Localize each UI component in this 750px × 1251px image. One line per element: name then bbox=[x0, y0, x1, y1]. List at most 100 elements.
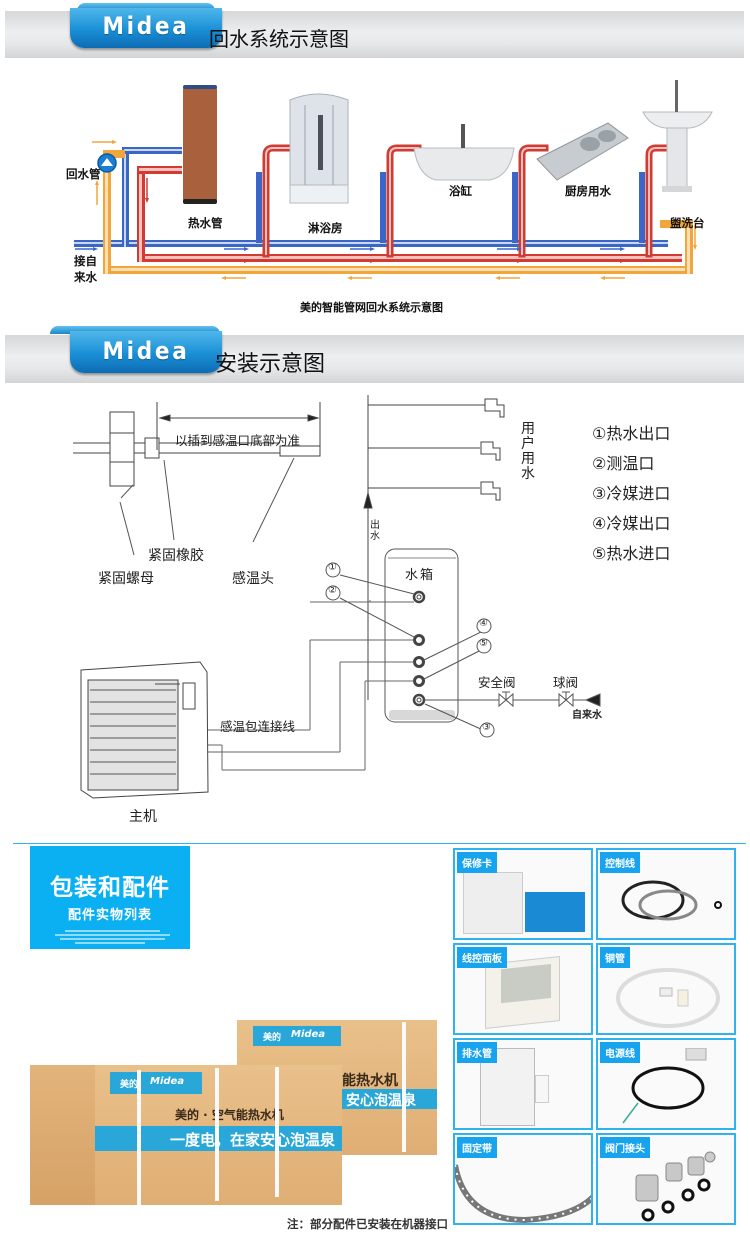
legend-item: ④冷媒出口 bbox=[592, 514, 671, 533]
label-fastening-rubber: 紧固橡胶 bbox=[148, 548, 204, 564]
flow-arrows bbox=[75, 140, 697, 280]
packaging-title-card: 包装和配件 配件实物列表 bbox=[30, 846, 190, 949]
circulation-pump-icon bbox=[97, 153, 117, 173]
label-kitchen: 厨房用水 bbox=[565, 184, 611, 198]
label-tap-water: 自来水 bbox=[572, 710, 602, 721]
warranty-card-image bbox=[463, 872, 523, 934]
back-box-slogan-band: 安心泡温泉 bbox=[342, 1089, 437, 1109]
fine-print-line bbox=[65, 930, 160, 932]
label-main-unit: 主机 bbox=[129, 809, 157, 825]
brand-logo-text: Midea bbox=[102, 337, 190, 365]
fine-print-line bbox=[55, 934, 170, 936]
accessory-label: 固定带 bbox=[457, 1137, 497, 1158]
section-title: 安装示意图 bbox=[215, 352, 326, 377]
packaging-boxes-photo: 美的 Midea 能热水机 安心泡温泉 美的 Midea 美的 · 空气能热水机… bbox=[30, 1010, 445, 1210]
box-brand-en: Midea bbox=[150, 1076, 185, 1087]
accessory-tile-control-cable: 控制线 bbox=[596, 848, 736, 940]
kitchen-sink-image bbox=[536, 122, 629, 181]
label-inlet-line1: 接自 bbox=[74, 254, 97, 268]
label-outlet: 出水 bbox=[370, 520, 380, 542]
brand-logo-text: Midea bbox=[102, 12, 190, 40]
accessory-label: 阀门接头 bbox=[600, 1137, 650, 1158]
label-hot-water-tank: 热水管 bbox=[188, 216, 223, 230]
label-water-tank: 水箱 bbox=[405, 568, 436, 583]
back-box-slogan: 安心泡温泉 bbox=[346, 1093, 416, 1109]
accessory-tile-drain-pipe: 排水管 bbox=[453, 1038, 593, 1130]
legend-item: ②测温口 bbox=[592, 454, 655, 473]
label-user-water: 用户用水 bbox=[521, 421, 535, 482]
accessory-tile-copper-pipe: 铜管 bbox=[596, 943, 736, 1035]
port-marker-5: ⑤ bbox=[479, 638, 488, 649]
accessory-tile-warranty-card: 保修卡 bbox=[453, 848, 593, 940]
legend-item: ⑤热水进口 bbox=[592, 544, 671, 563]
back-box-product: 能热水机 bbox=[342, 1073, 398, 1089]
label-sensor-probe: 感温头 bbox=[232, 571, 274, 587]
washbasin-image bbox=[642, 80, 713, 192]
front-box-product: 美的 · 空气能热水机 bbox=[175, 1108, 284, 1122]
front-box-slogan: 一度电，在家安心泡温泉 bbox=[170, 1131, 336, 1149]
box-strap bbox=[137, 1070, 141, 1205]
box-brand-cn: 美的 bbox=[120, 1080, 139, 1090]
label-bathtub: 浴缸 bbox=[449, 184, 472, 198]
accessory-tile-valve-fitting: 阀门接头 bbox=[596, 1133, 736, 1225]
shower-cabin-image bbox=[289, 93, 349, 204]
fixture-risers bbox=[256, 144, 676, 258]
fine-print-line bbox=[60, 938, 165, 940]
accessory-label: 排水管 bbox=[457, 1042, 497, 1063]
label-return-pipe: 回水管 bbox=[66, 167, 101, 181]
legend-item: ③冷媒进口 bbox=[592, 484, 671, 503]
port-marker-1: ① bbox=[328, 562, 337, 573]
sensor-probe-detail bbox=[73, 402, 321, 556]
water-tank bbox=[384, 548, 459, 723]
section-title: 回水系统示意图 bbox=[209, 27, 349, 51]
port-legend: ①热水出口 ②测温口 ③冷媒进口 ④冷媒出口 ⑤热水进口 bbox=[592, 419, 670, 569]
box-brand-en: Midea bbox=[291, 1029, 326, 1040]
main-unit-drawing bbox=[80, 661, 209, 799]
label-sensor-cable: 感温包连接线 bbox=[220, 719, 296, 734]
power-cable-image bbox=[622, 1048, 707, 1124]
section-divider bbox=[13, 843, 746, 844]
recirculation-diagram bbox=[74, 80, 713, 280]
ribbon-top bbox=[50, 326, 220, 334]
return-water-pipe bbox=[103, 150, 693, 274]
label-safety-valve: 安全阀 bbox=[478, 675, 516, 690]
accessory-tile-power-cable: 电源线 bbox=[596, 1038, 736, 1130]
accessory-label: 铜管 bbox=[600, 947, 630, 968]
copper-pipe-image bbox=[616, 968, 720, 1028]
port-callouts bbox=[325, 562, 495, 738]
box-strap bbox=[215, 1068, 219, 1201]
valve-fitting-image bbox=[635, 1151, 716, 1222]
front-box-side bbox=[30, 1065, 95, 1205]
box-strap bbox=[275, 1067, 279, 1197]
port-marker-4: ④ bbox=[479, 618, 488, 629]
legend-item: ①热水出口 bbox=[592, 424, 671, 443]
fixing-strap-image bbox=[455, 1164, 591, 1223]
packaging-title: 包装和配件 bbox=[50, 874, 170, 901]
accessory-label: 电源线 bbox=[600, 1042, 640, 1063]
port-marker-3: ③ bbox=[482, 722, 491, 733]
front-box-brand-band: 美的 Midea bbox=[110, 1072, 202, 1094]
box-brand-cn: 美的 bbox=[263, 1033, 282, 1043]
accessory-tile-fixing-strap: 固定带 bbox=[453, 1133, 593, 1225]
controller-screen bbox=[501, 964, 551, 1004]
accessory-tile-wired-controller: 线控面板 bbox=[453, 943, 593, 1035]
accessories-note: 注：部分配件已安装在机器接口 bbox=[287, 1217, 448, 1231]
bathtub-image bbox=[413, 124, 515, 181]
label-ball-valve: 球阀 bbox=[553, 675, 579, 690]
installation-diagram bbox=[73, 395, 601, 799]
accessory-label: 保修卡 bbox=[457, 852, 497, 873]
hot-water-tank-image bbox=[183, 85, 217, 204]
recirculation-caption: 美的智能管网回水系统示意图 bbox=[300, 301, 443, 314]
label-washbasin: 盥洗台 bbox=[670, 216, 705, 230]
control-cable-image bbox=[621, 880, 722, 921]
warranty-card-image bbox=[525, 892, 585, 932]
fine-print-line bbox=[75, 942, 145, 944]
midea-ribbon-logo: Midea bbox=[70, 8, 222, 48]
port-marker-2: ② bbox=[328, 585, 337, 596]
label-insertion-depth: 以插到感温口底部为准 bbox=[175, 433, 301, 448]
user-water-taps bbox=[363, 395, 505, 700]
valves bbox=[424, 691, 601, 708]
back-box-brand-band: 美的 Midea bbox=[253, 1026, 341, 1046]
front-box-slogan-band: 一度电，在家安心泡温泉 bbox=[95, 1126, 342, 1151]
hot-water-pipe bbox=[137, 166, 682, 262]
